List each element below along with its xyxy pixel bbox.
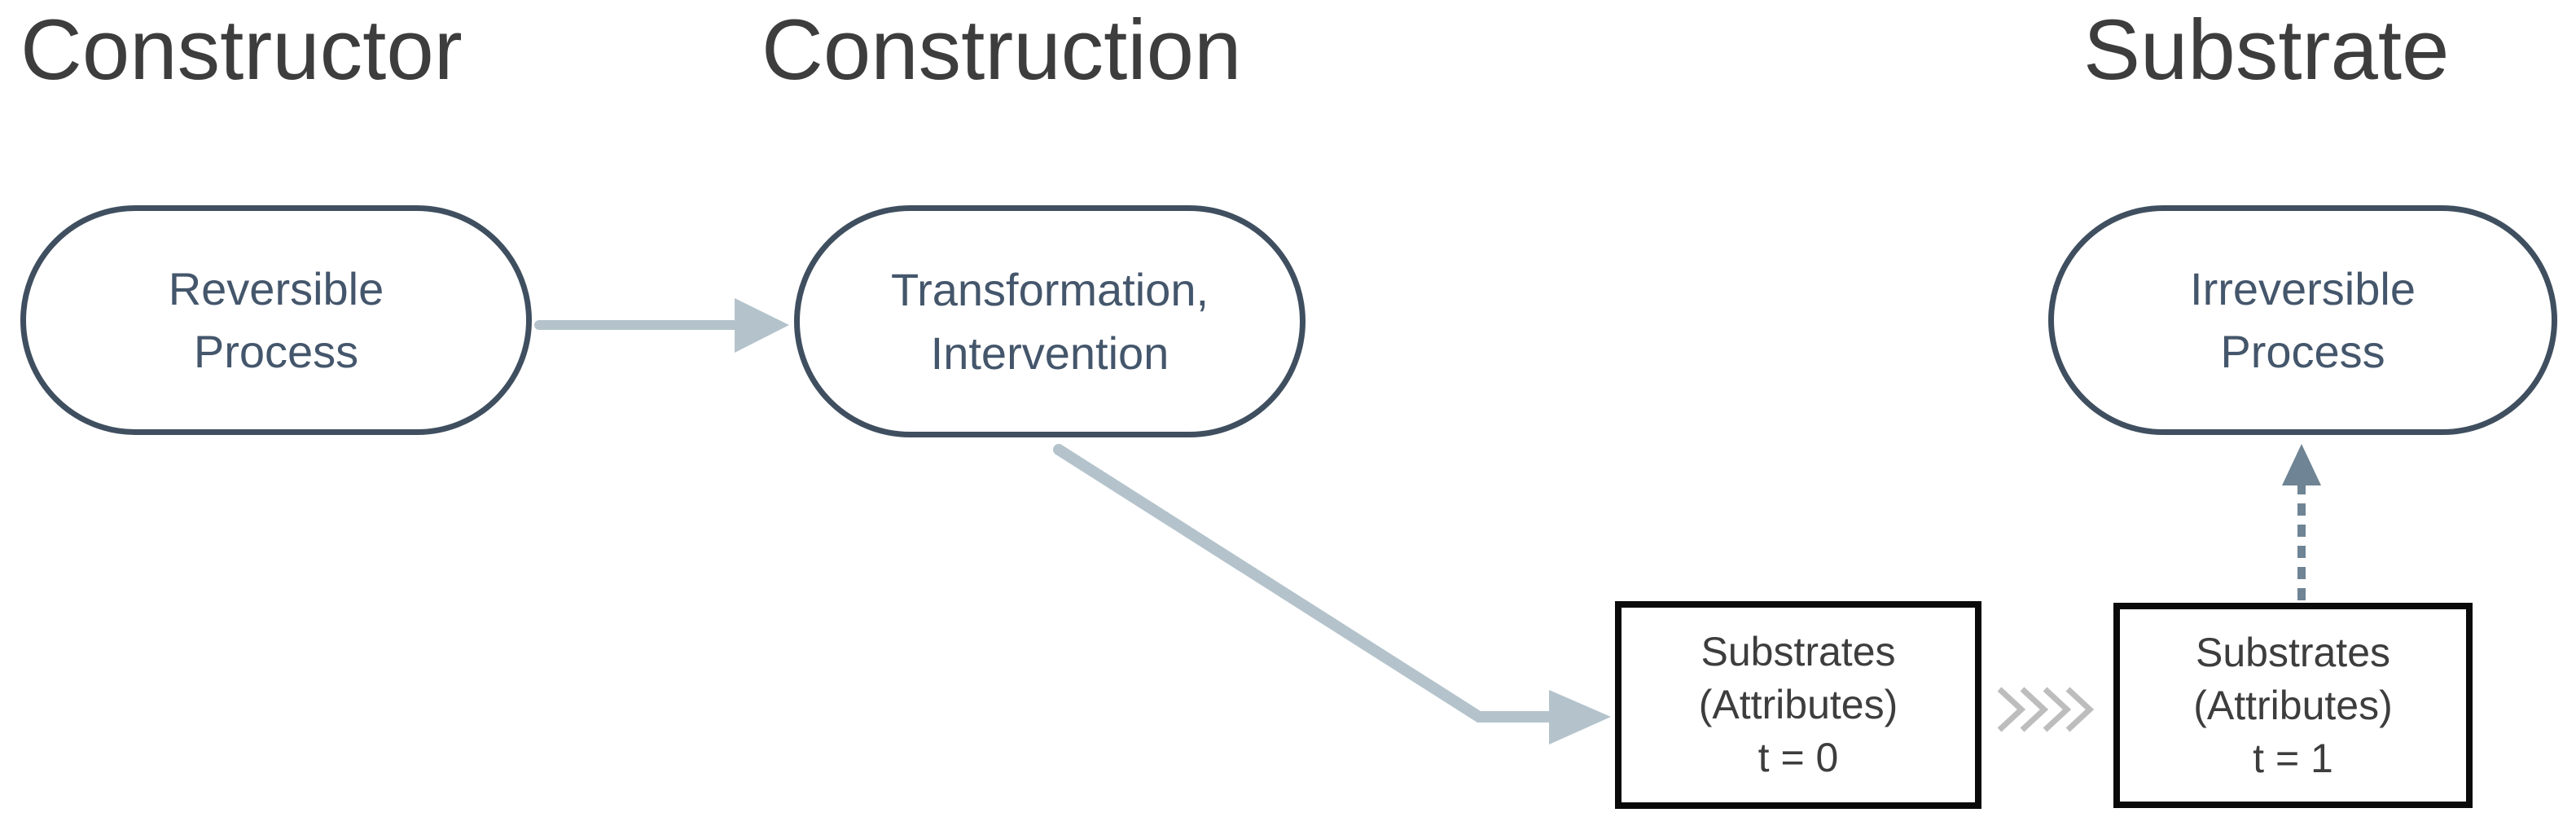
node-label-line: Substrates: [1701, 629, 1896, 674]
node-transformation-intervention: Transformation, Intervention: [794, 205, 1306, 437]
chevron-icon: [2065, 687, 2095, 732]
heading-substrate: Substrate: [2083, 2, 2450, 98]
arrowhead-icon: [735, 298, 789, 353]
node-label-line: Process: [193, 326, 359, 377]
node-substrates-t1: Substrates (Attributes) t = 1: [2113, 603, 2473, 808]
node-label-line: Intervention: [930, 327, 1170, 379]
arrowhead-icon: [1549, 690, 1611, 745]
node-reversible-process: Reversible Process: [20, 205, 532, 435]
arrowhead-icon: [2282, 444, 2321, 485]
node-substrates-t0: Substrates (Attributes) t = 0: [1615, 601, 1981, 809]
node-label-line: t = 1: [2253, 735, 2333, 781]
chevron-icon: [1997, 687, 2026, 732]
node-label-line: Reversible: [168, 262, 384, 314]
node-label-line: Irreversible: [2190, 262, 2416, 314]
node-label-line: Process: [2220, 326, 2385, 377]
heading-construction: Construction: [761, 2, 1242, 98]
node-label-line: t = 0: [1758, 735, 1839, 780]
node-irreversible-process: Irreversible Process: [2048, 205, 2557, 435]
chevron-icon: [2020, 687, 2049, 732]
heading-constructor: Constructor: [20, 2, 463, 98]
node-label-line: Substrates: [2195, 629, 2390, 675]
node-label-line: (Attributes): [1698, 682, 1898, 727]
chevron-icon: [2043, 687, 2072, 732]
arrow-shaft: [1053, 444, 1556, 723]
node-label-line: (Attributes): [2193, 682, 2393, 728]
arrow-substrates-t1-to-irreversible: [2282, 444, 2321, 600]
arrow-transformation-to-substrates-t0: [1053, 444, 1611, 745]
chevron-flow-icon: [1997, 687, 2095, 732]
arrow-reversible-to-transformation: [534, 298, 789, 353]
node-label-line: Transformation,: [890, 264, 1209, 316]
